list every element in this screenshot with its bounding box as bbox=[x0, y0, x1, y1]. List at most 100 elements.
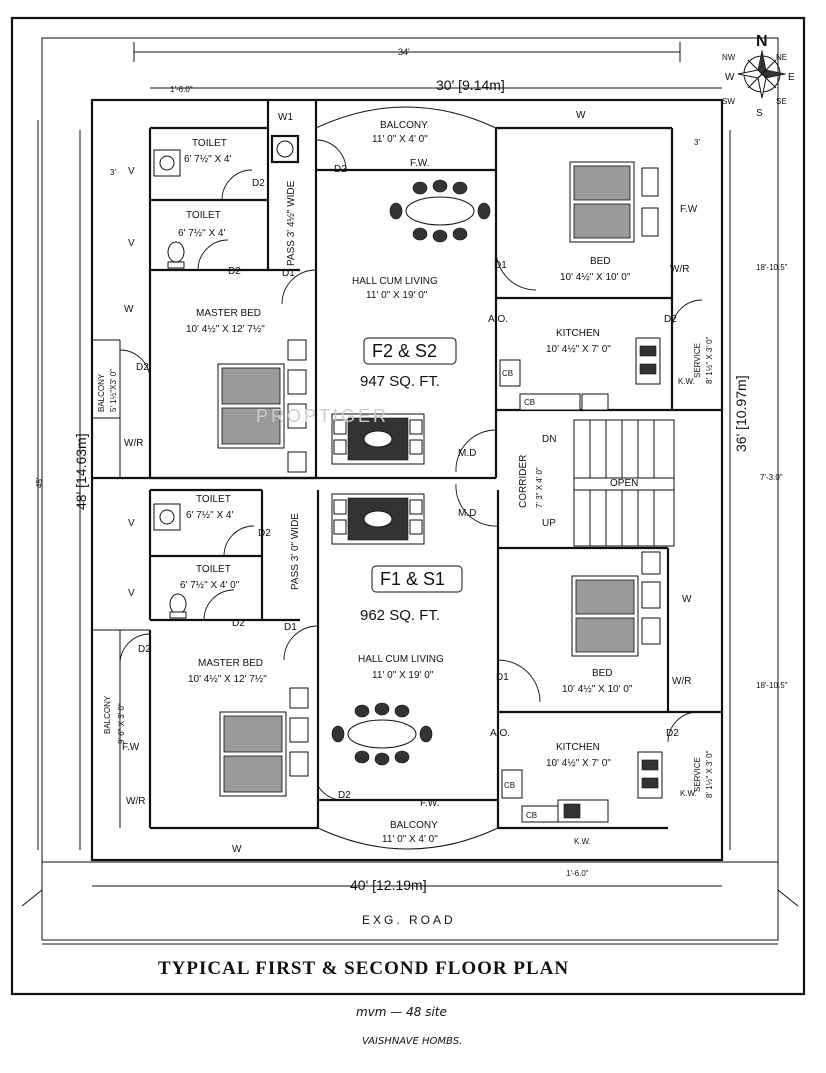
dim-left: 48' [14.63m] bbox=[73, 433, 89, 510]
corrider-label: CORRIDER bbox=[518, 455, 529, 508]
sofa-lower bbox=[331, 493, 425, 545]
bottom-dimension: 40' [12.19m] 1'-6.0" bbox=[21, 869, 799, 907]
w-master-upper: W bbox=[124, 304, 134, 315]
compass-n: N bbox=[756, 33, 768, 50]
service-upper-label: SERVICE bbox=[693, 343, 702, 378]
building-outline bbox=[90, 98, 724, 862]
w1-label: W1 bbox=[278, 112, 293, 123]
wr-bed-lower: W/R bbox=[672, 676, 691, 687]
service-upper-dim: 8' 1½" X 3' 0" bbox=[705, 336, 714, 384]
hall-upper-dim: 11' 0" X 19' 0" bbox=[366, 290, 428, 301]
dim-right-mid: 7'-3.0" bbox=[760, 473, 783, 482]
handwritten-note-2: VAISHNAVE HOMBS. bbox=[362, 1036, 462, 1047]
door-d2-left-upper: D2 bbox=[136, 362, 149, 373]
balcony-left-upper-dim: 5' 1½"X3' 0" bbox=[109, 369, 118, 412]
door-d2-balcony-lower: D2 bbox=[338, 790, 351, 801]
kitchen-lower: KITCHEN 10' 4½" X 7' 0" A.O. CB CB K.W. … bbox=[490, 728, 697, 846]
handwritten-note-1: mvm — 48 site bbox=[356, 1005, 447, 1019]
balcony-bottom-label: BALCONY bbox=[390, 820, 438, 831]
cb-lower-1: CB bbox=[504, 781, 515, 790]
dim-right-lower: 18'-10.5" bbox=[756, 681, 788, 690]
dim-bottom: 40' [12.19m] bbox=[350, 877, 427, 893]
dim-offset-top-left: 1'-6.0" bbox=[170, 85, 193, 94]
balcony-bottom-dim: 11' 0" X 4' 0" bbox=[382, 834, 438, 845]
dim-right-upper: 18'-10.5" bbox=[756, 263, 788, 272]
hall-lower-dim: 11' 0" X 19' 0" bbox=[372, 670, 434, 681]
toilet1-dim: 6' 7½" X 4' bbox=[184, 154, 231, 165]
unit-upper-label: F2 & S2 bbox=[372, 341, 437, 361]
cb-lower-2: CB bbox=[526, 811, 537, 820]
ao-upper: A.O. bbox=[488, 314, 508, 325]
kitchen-lower-dim: 10' 4½" X 7' 0" bbox=[546, 758, 611, 769]
sofa-upper bbox=[331, 413, 425, 465]
balcony-top-dim: 11' 0" X 4' 0" bbox=[372, 134, 428, 145]
pass-lower-label: PASS 3' 0" WIDE bbox=[290, 513, 301, 590]
fw-bed-upper: F.W bbox=[680, 204, 698, 215]
master-bed-upper: MASTER BED 10' 4½" X 12' 7½" bbox=[186, 308, 307, 473]
kitchen-upper-dim: 10' 4½" X 7' 0" bbox=[546, 344, 611, 355]
door-d1-bed-upper: D1 bbox=[494, 260, 507, 271]
dim-right: 36' [10.97m] bbox=[733, 375, 749, 452]
door-d2-t1: D2 bbox=[252, 178, 265, 189]
toilet3-label: TOILET bbox=[196, 494, 231, 505]
master-upper-label: MASTER BED bbox=[196, 308, 261, 319]
door-d2-left-lower: D2 bbox=[138, 644, 151, 655]
master-lower-label: MASTER BED bbox=[198, 658, 263, 669]
v-toilet2-upper: V bbox=[128, 238, 135, 249]
kw-lower-side: K.W. bbox=[680, 789, 697, 798]
bed-lower: BED 10' 4½" X 10' 0" bbox=[562, 551, 661, 695]
door-d2-balcony-upper: D2 bbox=[334, 164, 347, 175]
bed-lower-label: BED bbox=[592, 668, 613, 679]
unit-lower-label: F1 & S1 bbox=[380, 569, 445, 589]
compass-e: E bbox=[788, 72, 795, 83]
compass-sw: SW bbox=[722, 97, 735, 106]
corrider-dim: 7' 3" X 4' 0" bbox=[535, 467, 544, 508]
dim-offset-left: 3' bbox=[110, 168, 116, 177]
service-lower-dim: 8' 1½" X 3' 0" bbox=[705, 750, 714, 798]
v-toilet3-lower: V bbox=[128, 518, 135, 529]
toilet1-label: TOILET bbox=[192, 138, 227, 149]
door-d2-service-upper: D2 bbox=[664, 314, 677, 325]
v-toilet1-upper: V bbox=[128, 166, 135, 177]
kw-lower-bottom: K.W. bbox=[574, 837, 591, 846]
compass-rose: N S E W NE NW SE SW bbox=[722, 33, 795, 119]
door-md-lower: M.D bbox=[458, 508, 476, 519]
plan-title: TYPICAL FIRST & SECOND FLOOR PLAN bbox=[158, 958, 569, 979]
toilet2-dim: 6' 7½" X 4' bbox=[178, 228, 225, 239]
hall-upper-label: HALL CUM LIVING bbox=[352, 276, 438, 287]
hall-lower-label: HALL CUM LIVING bbox=[358, 654, 444, 665]
balcony-left-upper: BALCONY bbox=[97, 373, 106, 412]
door-d1-master-lower: D1 bbox=[284, 622, 297, 633]
compass-ne: NE bbox=[776, 53, 787, 62]
ao-lower: A.O. bbox=[490, 728, 510, 739]
stair-dn: DN bbox=[542, 434, 556, 445]
right-dimension: 36' [10.97m] 18'-10.5" 7'-3.0" 18'-10.5"… bbox=[694, 130, 788, 850]
dining-lower bbox=[331, 702, 433, 766]
dim-offset-right: 3' bbox=[694, 138, 700, 147]
upper-doors: D2 D2 D1 D2 D1 D2 M.D D2 bbox=[119, 139, 703, 473]
fw-left-lower: F.W bbox=[122, 742, 140, 753]
lower-unit-walls bbox=[92, 488, 722, 830]
w-bed-lower: W bbox=[682, 594, 692, 605]
balcony-left-lower-dim: 9' 6" X 3' 0" bbox=[117, 703, 126, 744]
kw-upper: K.W. bbox=[678, 377, 695, 386]
service-lower-label: SERVICE bbox=[693, 757, 702, 792]
bottom-balcony-arc bbox=[317, 827, 499, 850]
bed-upper: BED 10' 4½" X 10' 0" bbox=[560, 161, 659, 283]
top-dimension: 34' 30' [9.14m] 1'-6.0" bbox=[133, 42, 722, 94]
toilet4-label: TOILET bbox=[196, 564, 231, 575]
lower-doors: D2 D2 D1 D2 D1 D2 M.D D2 bbox=[119, 483, 699, 801]
toilet4-dim: 6' 7½" X 4' 0" bbox=[180, 580, 240, 591]
compass-nw: NW bbox=[722, 53, 736, 62]
compass-w: W bbox=[725, 72, 735, 83]
master-bed-lower: MASTER BED 10' 4½" X 12' 7½" bbox=[188, 658, 309, 797]
cb-upper-2: CB bbox=[524, 398, 535, 407]
door-d2-t3: D2 bbox=[258, 528, 271, 539]
balcony-top-label: BALCONY bbox=[380, 120, 428, 131]
unit-upper-area: 947 SQ. FT. bbox=[360, 373, 440, 390]
kitchen-upper-label: KITCHEN bbox=[556, 328, 600, 339]
drawing-frame bbox=[10, 16, 806, 996]
unit-lower-area: 962 SQ. FT. bbox=[360, 607, 440, 624]
door-d2-service-lower: D2 bbox=[666, 728, 679, 739]
